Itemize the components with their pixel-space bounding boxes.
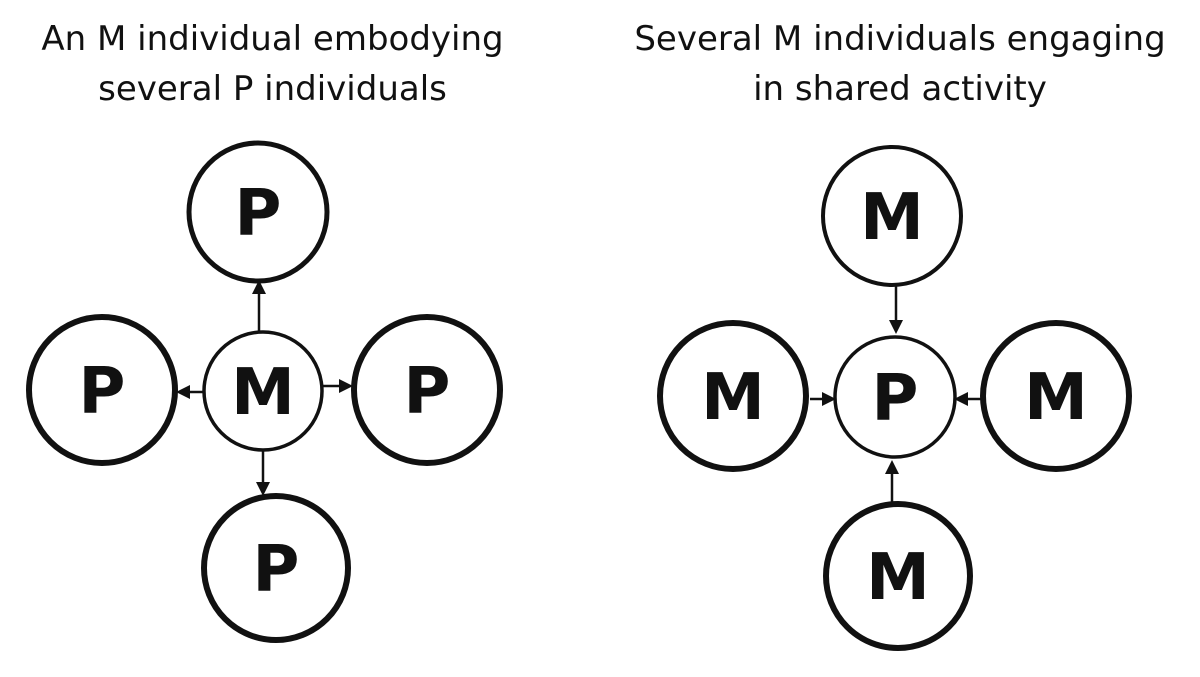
node-label: P — [79, 355, 126, 429]
diagram-shared-activity: Several M individuals engaging in shared… — [600, 0, 1200, 677]
diagram-title: Several M individuals engaging in shared… — [600, 14, 1200, 114]
diagram-graph: P P P P M — [26, 140, 503, 643]
node-label: M — [231, 356, 295, 430]
node-top: M — [821, 145, 963, 287]
node-bottom: P — [201, 493, 351, 643]
arrow-right-to-center — [954, 392, 982, 406]
diagram-title-line: several P individuals — [98, 69, 447, 109]
diagram-title-line: An M individual embodying — [41, 19, 504, 59]
diagram-embodying: An M individual embodying several P indi… — [0, 0, 545, 677]
node-center: M — [202, 330, 324, 452]
node-top: P — [186, 140, 330, 284]
diagram-title: An M individual embodying several P indi… — [0, 14, 545, 114]
node-label: M — [860, 181, 924, 255]
node-label: M — [1024, 361, 1088, 435]
node-label: M — [866, 541, 930, 615]
node-label: P — [404, 355, 451, 429]
node-label: P — [872, 362, 919, 436]
diagram-title-line: Several M individuals engaging — [634, 19, 1166, 59]
arrow-center-to-right — [322, 379, 353, 393]
node-center: P — [833, 335, 957, 459]
diagram-title-line: in shared activity — [753, 69, 1047, 109]
node-right: M — [980, 320, 1132, 472]
node-left: M — [657, 320, 809, 472]
arrow-bottom-to-center — [885, 460, 899, 506]
node-right: P — [351, 314, 503, 466]
arrow-center-to-left — [176, 385, 204, 399]
node-bottom: M — [823, 501, 973, 651]
node-label: M — [701, 361, 765, 435]
node-label: P — [253, 533, 300, 607]
node-left: P — [26, 314, 178, 466]
arrow-top-to-center — [889, 286, 903, 334]
arrow-center-to-bottom — [256, 450, 270, 496]
arrow-center-to-top — [252, 280, 266, 333]
arrow-left-to-center — [810, 392, 836, 406]
node-label: P — [235, 177, 282, 251]
diagram-graph: M M M M P — [657, 145, 1132, 651]
